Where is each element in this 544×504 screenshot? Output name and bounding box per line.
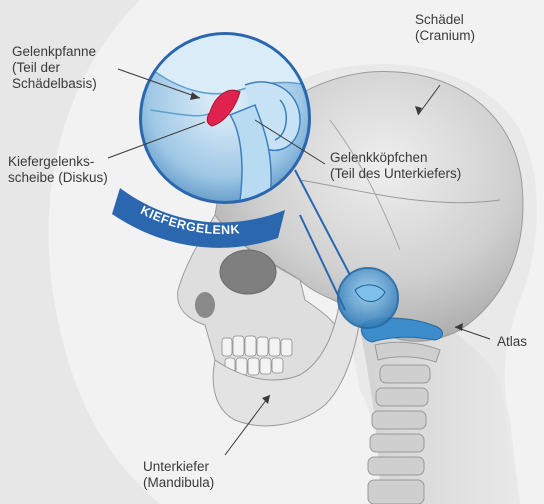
label-gelenkkoepfchen: Gelenkköpfchen (Teil des Unterkiefers) (330, 150, 461, 182)
label-atlas: Atlas (497, 334, 527, 350)
label-schaedel: Schädel (Cranium) (415, 12, 475, 44)
label-unterkiefer: Unterkiefer (Mandibula) (143, 459, 214, 491)
eye-orbit (220, 250, 276, 294)
label-kiefergelenksscheibe: Kiefergelenks- scheibe (Diskus) (8, 154, 108, 186)
label-gelenkpfanne: Gelenkpfanne (Teil der Schädelbasis) (12, 44, 97, 92)
